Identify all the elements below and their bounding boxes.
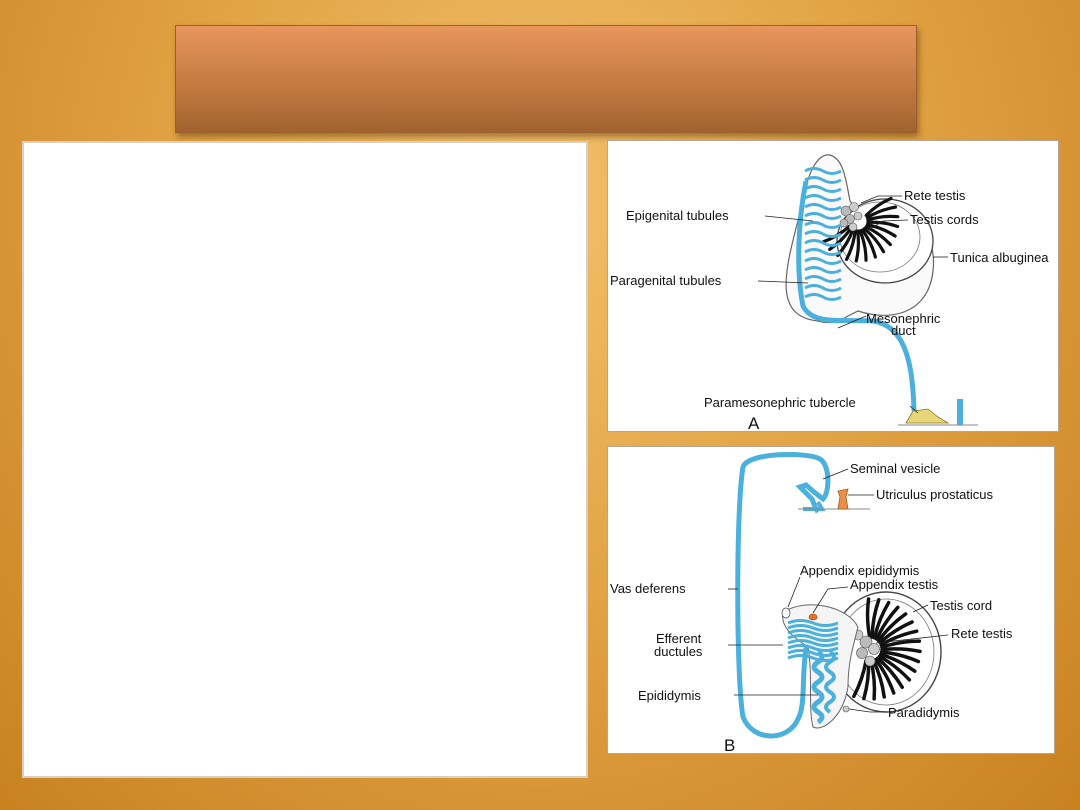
testis-cord-b-0	[868, 599, 870, 637]
label-rete-testis-b: Rete testis	[951, 626, 1013, 641]
label-utriculus-prostaticus: Utriculus prostaticus	[876, 487, 994, 502]
label-paragenital-tubules: Paragenital tubules	[610, 273, 722, 288]
label-appendix-epididymis: Appendix epididymis	[800, 563, 920, 578]
appendix-epididymis	[782, 608, 790, 618]
figure-a-indifferent-gonad-diagram: Rete testis Epigenital tubules Testis co…	[607, 140, 1059, 432]
label-testis-cords: Testis cords	[910, 212, 979, 227]
label-paramesonephric-tubercle: Paramesonephric tubercle	[704, 395, 856, 410]
label-rete-testis-a: Rete testis	[904, 188, 966, 203]
appendix-testis	[809, 614, 817, 620]
paramesonephric-tubercle	[906, 409, 948, 423]
figure-a-letter: A	[748, 414, 760, 431]
paramesonephric-duct-stub	[957, 399, 963, 425]
slide-text-panel	[22, 141, 588, 778]
label-mesonephric-duct-2: duct	[891, 323, 916, 338]
label-seminal-vesicle: Seminal vesicle	[850, 461, 940, 476]
label-efferent-ductules-2: ductules	[654, 644, 703, 659]
label-testis-cord: Testis cord	[930, 598, 992, 613]
slide-title-bar	[175, 25, 917, 133]
figure-b-male-genital-duct-diagram: Seminal vesicle Utriculus prostaticus Ap…	[607, 446, 1055, 754]
label-vas-deferens: Vas deferens	[610, 581, 686, 596]
label-epididymis: Epididymis	[638, 688, 701, 703]
utriculus-prostaticus	[838, 489, 848, 509]
figure-b-letter: B	[724, 736, 735, 753]
label-tunica-albuginea: Tunica albuginea	[950, 250, 1049, 265]
label-epigenital-tubules: Epigenital tubules	[626, 208, 729, 223]
paradidymis	[843, 706, 849, 712]
label-paradidymis: Paradidymis	[888, 705, 960, 720]
label-appendix-testis: Appendix testis	[850, 577, 939, 592]
